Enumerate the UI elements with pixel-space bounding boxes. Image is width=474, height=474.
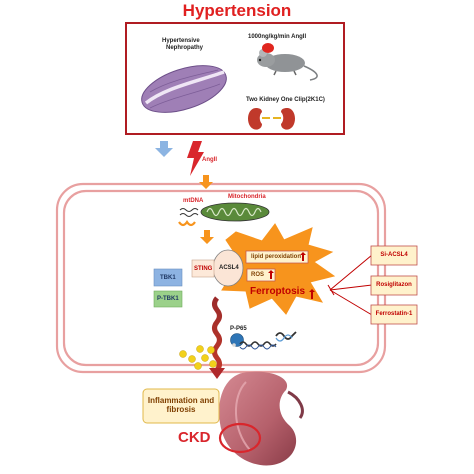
tbk1-box	[153, 268, 183, 287]
p-tbk1-box	[153, 290, 183, 308]
cytokine-dots	[179, 345, 217, 370]
lipid-peroxidation-box	[245, 250, 309, 264]
dna-icon	[275, 331, 297, 340]
lightning-bolt-icon	[187, 141, 204, 176]
rosiglitazon-box	[370, 275, 418, 296]
p-p65-label: P-P65	[230, 326, 247, 332]
ckd-label: CKD	[178, 429, 211, 446]
lipid-peroxidation-label: lipid peroxidation	[251, 254, 302, 260]
ferrostatin-box	[370, 304, 418, 325]
rosiglitazon-label: Rosiglitazon	[376, 282, 412, 289]
mtdna-label: mtDNA	[183, 198, 204, 204]
sting-box	[191, 259, 215, 278]
si-acsl4-box	[370, 245, 418, 266]
mouse-icon	[257, 43, 318, 81]
mitochondria-label: Mitochondria	[228, 194, 266, 200]
signal-arrowhead	[209, 368, 225, 379]
si-acsl4-label: Si-ACSL4	[380, 252, 408, 259]
ros-box	[246, 268, 276, 282]
diagram-title: Hypertension	[182, 1, 292, 20]
tbk1-label: TBK1	[160, 275, 176, 281]
mtdna-icon	[178, 208, 199, 227]
angii-label: AngII	[202, 157, 217, 163]
ferroptosis-label: Ferroptosis	[250, 286, 306, 297]
acsl4-label: ACSL4	[219, 265, 239, 271]
mitochondria-icon	[200, 202, 270, 222]
up-arrow-icon	[268, 270, 274, 279]
nephropathy-label-line1: Hypertensive	[162, 38, 200, 44]
histology-image	[141, 65, 227, 113]
ros-label: ROS	[251, 272, 265, 278]
inhibition-bar-icon	[327, 254, 373, 316]
model-label: Two Kidney One Clip(2K1C)	[246, 97, 325, 103]
inflammation-label: Inflammation and fibrosis	[147, 396, 215, 414]
signal-wavy-arrow	[212, 296, 222, 372]
p-tbk1-label: P-TBK1	[157, 296, 179, 302]
ckd-highlight-circle	[218, 422, 262, 454]
angii-dose-label: 1000ng/kg/min AngII	[248, 34, 307, 40]
nephropathy-label-line2: Nephropathy	[166, 45, 204, 51]
ferrostatin-label: Ferrostatin-1	[375, 311, 413, 318]
sting-label: STING	[194, 266, 213, 272]
p-p65-complex	[230, 331, 297, 350]
orange-arrow-2	[200, 230, 214, 244]
inflammation-box	[142, 388, 220, 424]
up-arrow-icon	[300, 252, 306, 261]
kidney-icon	[219, 371, 304, 466]
orange-arrow-1	[199, 175, 213, 189]
kidney-pair-icon	[248, 108, 295, 130]
down-arrow-icon	[155, 141, 173, 157]
up-arrow-icon	[309, 289, 315, 299]
